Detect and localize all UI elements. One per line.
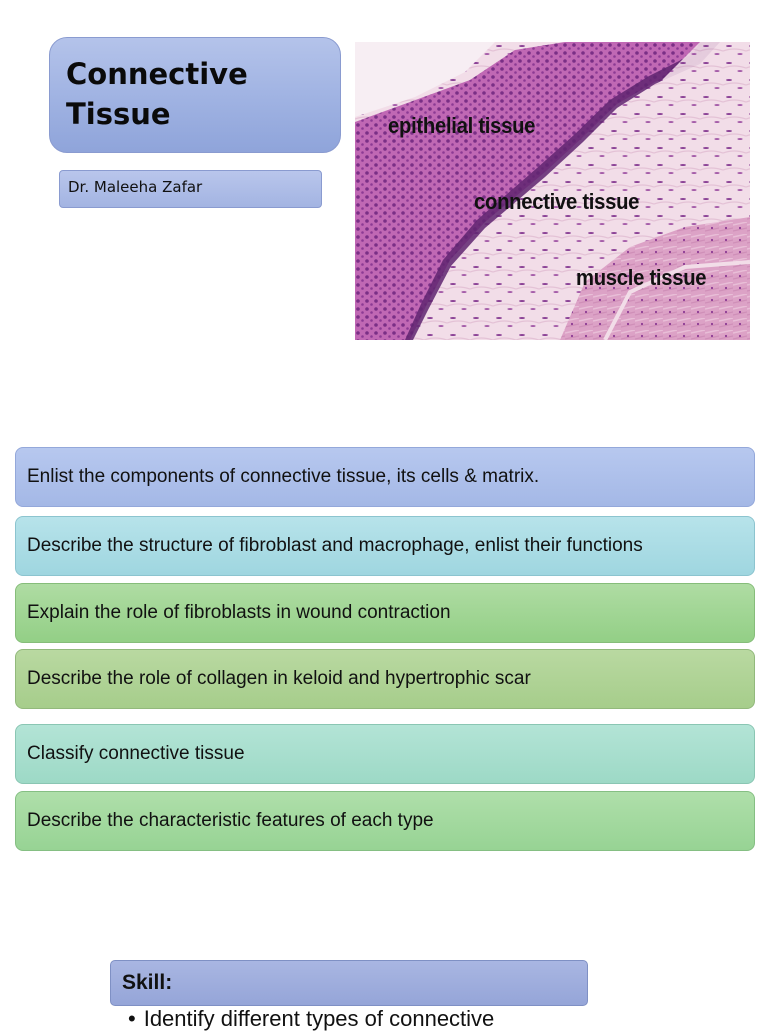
label-muscle-tissue: muscle tissue	[576, 265, 707, 290]
author-name: Dr. Maleeha Zafar	[68, 178, 203, 196]
skill-item: • Identify different types of connective	[128, 1006, 628, 1036]
objective-text: Explain the role of fibroblasts in wound…	[27, 602, 451, 623]
objective-text: Classify connective tissue	[27, 743, 245, 764]
histology-image: epithelial tissue connective tissue musc…	[355, 42, 750, 340]
title-box: Connective Tissue	[49, 37, 341, 153]
objective-item: Describe the characteristic features of …	[15, 791, 755, 851]
slide-title-line-1: Connective	[66, 57, 248, 91]
skill-header: Skill:	[110, 960, 588, 1006]
skill-item-text: Identify different types of connective	[143, 1006, 495, 1031]
objective-item: Enlist the components of connective tiss…	[15, 447, 755, 507]
objective-text: Describe the role of collagen in keloid …	[27, 668, 531, 689]
objective-item: Describe the structure of fibroblast and…	[15, 516, 755, 576]
histology-micrograph	[355, 42, 750, 340]
objective-text: Describe the structure of fibroblast and…	[27, 535, 643, 556]
objective-item: Explain the role of fibroblasts in wound…	[15, 583, 755, 643]
label-epithelial-tissue: epithelial tissue	[388, 113, 536, 138]
label-connective-tissue: connective tissue	[474, 189, 640, 214]
objective-text: Describe the characteristic features of …	[27, 810, 434, 831]
slide-title-line-2: Tissue	[66, 97, 171, 131]
objective-item: Describe the role of collagen in keloid …	[15, 649, 755, 709]
objective-item: Classify connective tissue	[15, 724, 755, 784]
bullet-icon: •	[128, 1006, 136, 1031]
author-box: Dr. Maleeha Zafar	[59, 170, 322, 208]
skill-label: Skill:	[122, 971, 173, 994]
objective-text: Enlist the components of connective tiss…	[27, 466, 540, 487]
